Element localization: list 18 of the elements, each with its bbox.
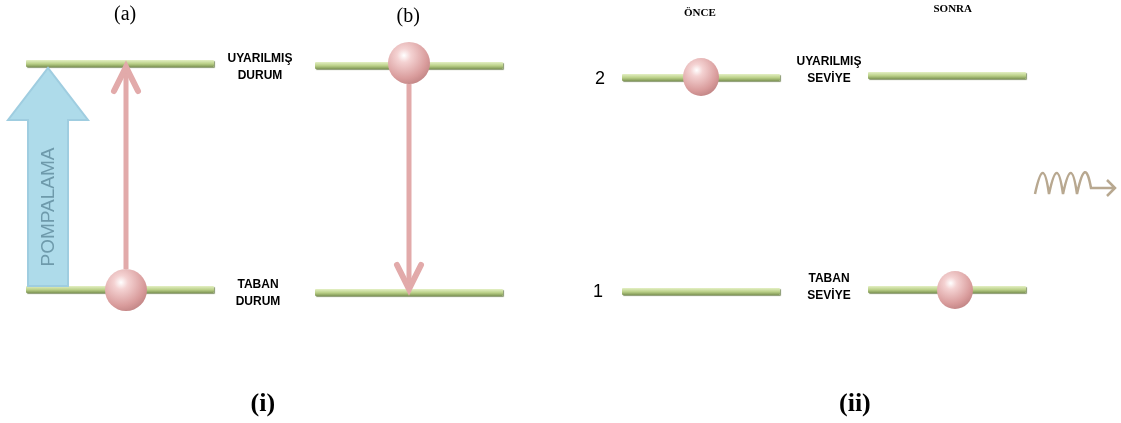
figure-label: (ii) (839, 388, 871, 418)
level-label: TABAN SEVİYE (806, 270, 852, 304)
electron-ball (388, 42, 430, 84)
column-heading: SONRA (933, 2, 972, 14)
level-number: 2 (595, 68, 605, 89)
level-label: TABAN DURUM (234, 276, 282, 310)
electron-ball (105, 269, 147, 311)
figure-label: (i) (250, 388, 276, 418)
level-label: UYARILMIŞ SEVİYE (795, 53, 863, 87)
panel-label: (a) (114, 2, 137, 25)
panel-label: (b) (396, 4, 420, 27)
level-number: 1 (593, 281, 603, 302)
edge-label: POMPALAMA (37, 147, 59, 267)
electron-ball (937, 271, 973, 309)
level-label: UYARILMIŞ DURUM (226, 50, 294, 84)
column-heading: ÖNCE (684, 6, 716, 18)
block-arrow (5, 66, 91, 287)
electron-ball (683, 58, 719, 96)
